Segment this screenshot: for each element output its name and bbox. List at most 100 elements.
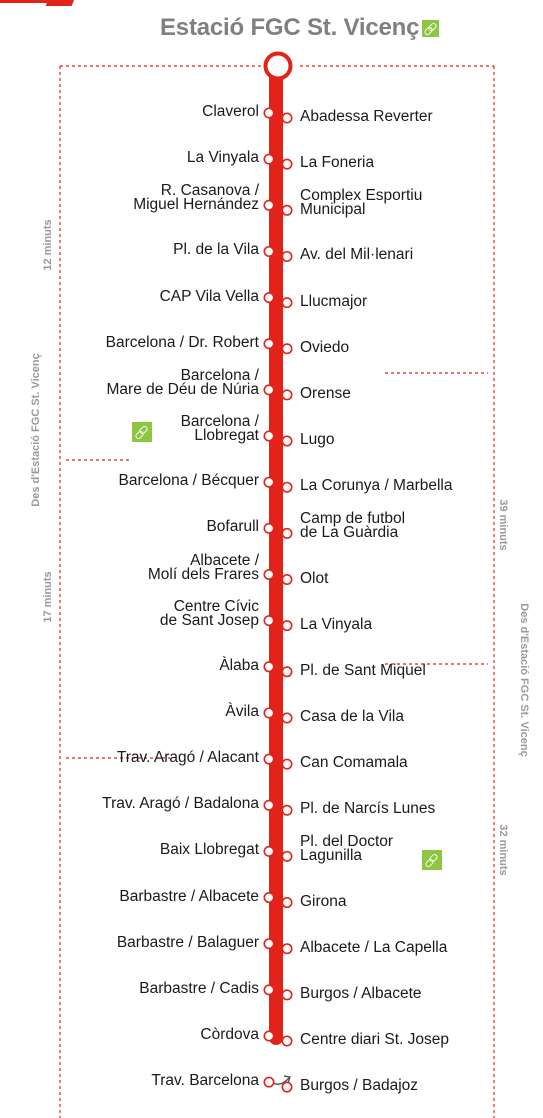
stop-label-line: Abadessa Reverter <box>300 108 433 125</box>
stop-marker <box>281 297 293 309</box>
stop-label-line: Lagunilla <box>300 847 363 865</box>
left-stop: Pl. de la Vila <box>173 241 259 259</box>
stop-label-line: Barbastre / Cadis <box>139 979 259 997</box>
left-stop: Trav. Aragó / Alacant <box>117 750 259 766</box>
stop-marker <box>281 435 293 447</box>
stop-label-line: Burgos / Albacete <box>300 984 422 1002</box>
left-stop: Baix Llobregat <box>159 841 259 859</box>
left-stop: Còrdova <box>200 1027 259 1043</box>
stop-marker <box>281 573 293 585</box>
route-title-text: Estació FGC St. Vicenç <box>160 14 420 41</box>
left-stop: Trav. Aragó / Badalona <box>102 795 259 813</box>
train-connection-icon <box>422 850 442 871</box>
stop-marker <box>281 112 293 124</box>
stop-marker <box>281 343 293 355</box>
stop-marker <box>281 989 293 1001</box>
right-stop: Girona <box>300 893 347 909</box>
stop-label-line: Bofarull <box>206 518 259 536</box>
stop-label-line: Oviedo <box>300 338 350 356</box>
stop-marker <box>281 1035 293 1047</box>
stop-marker <box>281 712 293 724</box>
right-stop: Orense <box>300 386 351 402</box>
stop-label-line: Pl. de Sant Miquel <box>300 661 426 679</box>
stop-marker <box>263 799 275 811</box>
left-stop: Barcelona /Llobregat <box>181 414 259 445</box>
stop-label-line: Centre diari St. Josep <box>300 1031 450 1048</box>
left-top-duration: 12 minuts <box>42 219 54 271</box>
stop-marker <box>281 943 293 955</box>
stop-label-line: Pl. de la Vila <box>173 241 259 259</box>
stop-label-line: de Sant Josep <box>159 611 259 629</box>
right-bottom-duration: 32 minuts <box>497 824 509 876</box>
stop-label-line: Barcelona / Dr. Robert <box>105 333 259 351</box>
stop-label-line: Claverol <box>202 103 259 120</box>
right-top-duration: 39 minuts <box>497 499 509 551</box>
stop-label-line: Llobregat <box>194 427 259 445</box>
stop-marker <box>281 1081 293 1093</box>
stop-marker <box>281 204 293 216</box>
stop-marker <box>263 1030 275 1042</box>
stop-label-line: Municipal <box>300 201 366 219</box>
stop-label-line: Pl. de Narcís Lunes <box>300 800 436 818</box>
right-stop: Pl. de Narcís Lunes <box>300 800 436 818</box>
stop-marker <box>263 338 275 350</box>
stop-marker <box>281 389 293 401</box>
stop-label-line: La Vinyala <box>300 615 373 633</box>
left-stop: Trav. Barcelona <box>151 1072 259 1090</box>
stop-marker <box>263 384 275 396</box>
stop-marker <box>263 845 275 857</box>
right-stop: Lugo <box>300 431 335 449</box>
route-title: Estació FGC St. Vicenç <box>160 14 440 42</box>
stop-label-line: Barbastre / Albacete <box>119 887 259 905</box>
stop-label-line: Miguel Hernández <box>133 196 259 214</box>
stop-label-line: Casa de la Vila <box>300 707 404 725</box>
stop-marker <box>281 758 293 770</box>
stop-label-line: Àvila <box>225 702 259 720</box>
train-connection-icon <box>132 422 152 443</box>
stop-label-line: Centre Cívic <box>173 597 259 615</box>
stop-label-line: Burgos / Badajoz <box>300 1077 419 1095</box>
stop-marker <box>263 292 275 304</box>
stop-marker <box>263 615 275 627</box>
left-stop: Barbastre / Albacete <box>119 887 259 905</box>
stop-label-line: Trav. Aragó / Badalona <box>102 795 259 813</box>
stop-label-line: Olot <box>300 569 329 587</box>
stop-label-line: La Corunya / Marbella <box>300 477 453 495</box>
stop-label-line: Barcelona / <box>180 366 259 384</box>
brand-stripe <box>0 0 48 3</box>
loop-arrow-head-icon <box>283 1075 291 1084</box>
stop-marker <box>263 153 275 165</box>
stop-marker <box>263 1076 275 1088</box>
stop-marker <box>263 107 275 119</box>
stop-label-line: Molí dels Frares <box>147 565 259 583</box>
stop-marker <box>281 250 293 262</box>
stop-marker <box>281 897 293 909</box>
stop-label-line: La Foneria <box>300 154 375 172</box>
right-stop: Burgos / Badajoz <box>300 1077 419 1095</box>
stop-marker <box>263 892 275 904</box>
right-stop: Llucmajor <box>300 293 367 309</box>
train-connection-icon <box>422 20 440 37</box>
stop-marker <box>263 753 275 765</box>
stop-marker <box>281 158 293 170</box>
stop-label-line: Baix Llobregat <box>159 841 259 859</box>
stop-label-line: Pl. del Doctor <box>300 833 394 851</box>
right-stop: La Vinyala <box>300 615 373 633</box>
stop-label-line: Lugo <box>300 431 335 449</box>
right-stop: Albacete / La Capella <box>300 939 447 955</box>
left-stop: CAP Vila Vella <box>159 287 259 305</box>
left-stop: Barbastre / Balaguer <box>116 933 259 951</box>
stop-marker <box>281 527 293 539</box>
stop-label-line: CAP Vila Vella <box>159 287 259 305</box>
stop-label-line: La Vinyala <box>186 149 259 167</box>
stop-marker <box>263 245 275 257</box>
stop-label-line: Trav. Barcelona <box>151 1072 259 1090</box>
left-stop: Barbastre / Cadis <box>139 979 259 997</box>
left-stop: Barcelona / Bécquer <box>119 473 259 489</box>
stop-label-line: Barbastre / Balaguer <box>116 933 259 951</box>
stop-marker <box>281 620 293 632</box>
